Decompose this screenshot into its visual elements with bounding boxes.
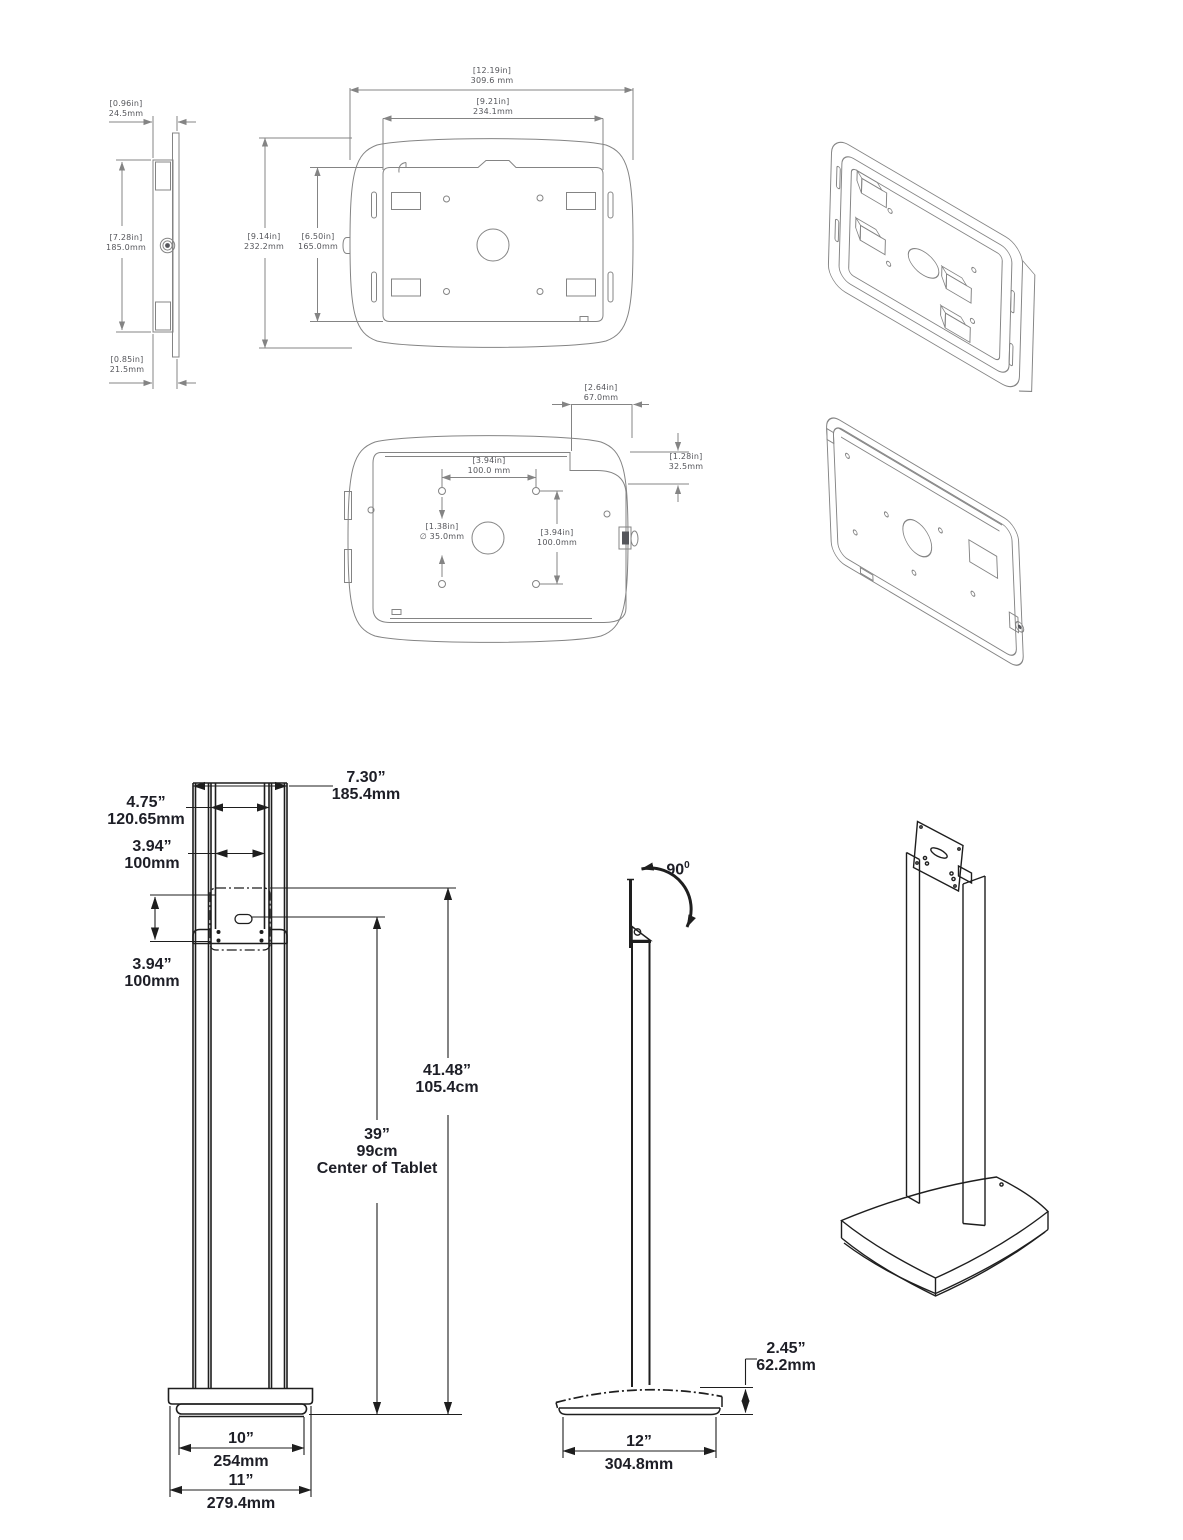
camera-hole-back (471, 521, 505, 555)
screw-hole (937, 527, 943, 534)
dim-label-side-depth-top: [0.96in] 24.5mm (108, 99, 144, 118)
stand-iso-view (840, 820, 1050, 1297)
screw-hole (949, 871, 954, 876)
dim-label-total-height: 41.48” 105.4cm (412, 1062, 482, 1096)
screw-dot (216, 930, 221, 934)
cable-slot (234, 913, 253, 925)
dim-label-base-height: 2.45” 62.2mm (756, 1340, 816, 1374)
dim-label-base-depth: 12” 304.8mm (604, 1433, 674, 1473)
enclosure-back-view (344, 401, 689, 643)
dim-label-side-height: [7.28in] 185.0mm (104, 233, 148, 252)
dim-label-back-vesa-width: [3.94in] 100.0 mm (467, 456, 511, 475)
screw-hole (970, 590, 976, 597)
screw-hole (971, 266, 977, 274)
screw-hole (911, 569, 917, 576)
rotation-arc-arrow (641, 862, 696, 928)
screw-dot (259, 938, 264, 943)
dim-label-back-corner-offset: [2.64in] 67.0mm (583, 383, 619, 402)
dim-label-back-top-offset: [1.28in] 32.5mm (668, 452, 704, 471)
screw-hole (443, 195, 450, 203)
screw-hole (845, 452, 850, 459)
mount-block (940, 264, 972, 304)
screw-hole (883, 511, 889, 518)
screw-hole (536, 288, 544, 295)
camera-hole (907, 248, 940, 279)
dim-label-head-width: 7.30” 185.4mm (331, 769, 401, 803)
enclosure-iso-back-view (826, 417, 1025, 666)
hinge (344, 549, 352, 583)
vesa-hole (438, 487, 446, 495)
side-lock-icon (159, 237, 176, 254)
vesa-hole (438, 580, 446, 588)
screw-hole (443, 288, 450, 295)
screw-hole (852, 529, 858, 536)
dim-label-back-vesa-height: [3.94in] 100.0mm (535, 528, 579, 547)
screw-hole (969, 317, 976, 324)
stand-side-view (555, 862, 757, 1458)
screw-hole (999, 1182, 1004, 1187)
vesa-hole (532, 580, 540, 588)
dim-label-front-width-outer: [12.19in] 309.6 mm (470, 66, 514, 85)
dim-label-tilt-angle: 900 (666, 860, 690, 879)
dim-label-front-height-outer: [9.14in] 232.2mm (242, 232, 286, 251)
dim-label-base-width: 11” 279.4mm (206, 1472, 276, 1512)
vesa-plate (912, 820, 964, 893)
camera-hole (902, 518, 933, 558)
dim-label-stand-vesa-height: 3.94” 100mm (124, 956, 180, 990)
enclosure-side-view (109, 116, 196, 389)
cable-slot (930, 847, 948, 859)
dim-label-tablet-center-height: 39” 99cm Center of Tablet (313, 1126, 441, 1177)
key-lock-icon (618, 526, 639, 550)
screw-hole (887, 207, 893, 214)
screw-hole (603, 510, 611, 518)
enclosure-iso-front-view (827, 141, 1036, 393)
dim-label-front-height-inner: [6.50in] 165.0mm (296, 232, 340, 251)
enclosure-front-view (259, 86, 634, 349)
stand-front-view (150, 781, 462, 1497)
dim-label-stand-vesa-width: 3.94” 100mm (124, 838, 180, 872)
camera-hole-front (476, 228, 510, 262)
side-lock-bump (342, 237, 350, 254)
hinge (344, 491, 352, 520)
dim-label-plate-width: 4.75” 120.65mm (107, 794, 185, 828)
mount-block (854, 216, 886, 256)
vesa-hole (532, 487, 540, 495)
vesa-plate-outline (209, 887, 271, 951)
key-lock-icon (1008, 611, 1025, 634)
screw-hole (886, 260, 892, 267)
mount-block (939, 303, 971, 344)
mount-block (856, 169, 888, 209)
dim-label-side-depth-bottom: [0.85in] 21.5mm (109, 355, 145, 374)
screw-hole (922, 855, 928, 861)
dim-label-front-width-inner: [9.21in] 234.1mm (473, 97, 513, 116)
screw-dot (259, 930, 264, 934)
dim-label-base-top-width: 10” 254mm (213, 1430, 269, 1470)
screw-dot (216, 938, 221, 943)
screw-hole (367, 506, 375, 514)
screw-hole (536, 194, 544, 202)
screw-hole (951, 876, 956, 882)
dim-label-back-hole-diameter: [1.38in] ∅ 35.0mm (419, 522, 465, 541)
screw-hole (924, 861, 930, 866)
